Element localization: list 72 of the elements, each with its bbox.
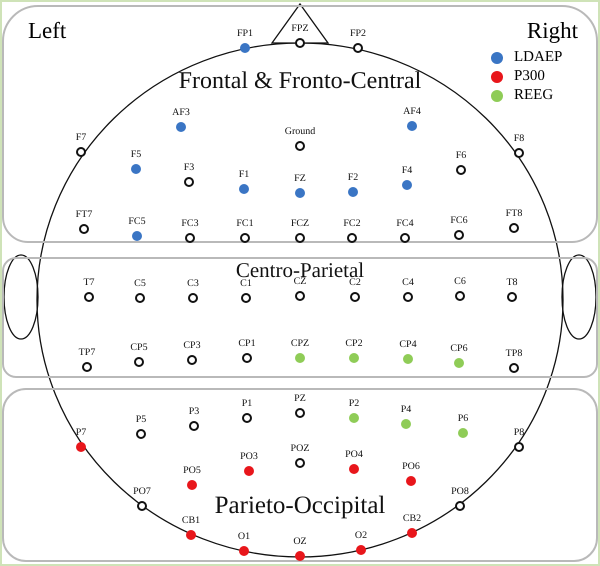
electrode-label: F8 <box>514 133 524 144</box>
electrode-label: C6 <box>454 276 466 287</box>
electrode-label: CPZ <box>290 338 310 349</box>
electrode-label: F1 <box>238 169 250 180</box>
electrode-label: FC4 <box>396 218 414 229</box>
region-panel <box>2 257 598 378</box>
electrode-label: CB1 <box>182 515 200 526</box>
electrode-label: CP4 <box>399 339 417 350</box>
electrode-label: FT7 <box>76 209 92 220</box>
side-label: Right <box>526 18 578 44</box>
electrode-label: PO4 <box>345 449 363 460</box>
electrode-label: FZ <box>294 173 306 184</box>
electrode-label: C2 <box>349 277 361 288</box>
electrode-label: P4 <box>400 404 412 415</box>
electrode-label: P5 <box>136 414 146 425</box>
electrode-label: PO3 <box>240 451 258 462</box>
electrode-label: CP5 <box>130 342 148 353</box>
electrode-label: O2 <box>354 530 368 541</box>
region-heading: Frontal & Fronto-Central <box>178 69 422 93</box>
electrode-label: FP2 <box>350 28 366 39</box>
electrode-label: F3 <box>184 162 194 173</box>
electrode-label: C4 <box>402 277 414 288</box>
electrode-label: PZ <box>294 393 306 404</box>
legend-label: P300 <box>514 68 545 85</box>
electrode-label: FC5 <box>128 216 146 227</box>
electrode-label: CP6 <box>450 343 468 354</box>
electrode-label: PO7 <box>133 486 151 497</box>
electrode-label: CP3 <box>183 340 201 351</box>
electrode-label: FC1 <box>236 218 254 229</box>
electrode-label: FP1 <box>236 28 254 39</box>
electrode-label: F4 <box>402 165 412 176</box>
electrode-label: C5 <box>134 278 146 289</box>
electrode-label: P6 <box>458 413 468 424</box>
electrode-label: C1 <box>240 278 252 289</box>
electrode-label: P2 <box>348 398 360 409</box>
electrode-label: FC6 <box>450 215 468 226</box>
electrode-label: PO8 <box>451 486 469 497</box>
legend-label: LDAEP <box>514 49 562 66</box>
electrode-label: F6 <box>456 150 466 161</box>
electrode-label: F7 <box>76 132 86 143</box>
region-heading: Parieto-Occipital <box>214 492 386 518</box>
electrode-label: FC3 <box>181 218 199 229</box>
electrode-label: OZ <box>293 536 307 547</box>
electrode-label: C3 <box>187 278 199 289</box>
electrode-label: CP1 <box>238 338 256 349</box>
electrode-label: O1 <box>238 531 250 542</box>
electrode-label: FC2 <box>343 218 361 229</box>
electrode-label: AF3 <box>172 107 190 118</box>
electrode-label: FPZ <box>291 23 309 34</box>
electrode-label: P1 <box>242 398 252 409</box>
electrode-label: PO5 <box>183 465 201 476</box>
electrode-label: P3 <box>188 406 200 417</box>
electrode-label: TP8 <box>506 348 522 359</box>
electrode-label: T8 <box>506 277 518 288</box>
electrode-label: P7 <box>76 427 86 438</box>
electrode-label: AF4 <box>403 106 421 117</box>
electrode-label: CB2 <box>402 513 422 524</box>
electrode-label: CP2 <box>345 338 363 349</box>
region-panel <box>2 5 598 243</box>
side-label: Left <box>28 18 66 44</box>
electrode-label: Ground <box>284 126 316 137</box>
electrode-label: PO6 <box>402 461 420 472</box>
electrode-label: POZ <box>290 443 310 454</box>
electrode-label: P8 <box>514 427 524 438</box>
electrode-label: T7 <box>83 277 95 288</box>
electrode-label: F2 <box>348 172 358 183</box>
electrode-label: FT8 <box>506 208 522 219</box>
electrode-label: FCZ <box>290 218 310 229</box>
electrode-label: TP7 <box>78 347 96 358</box>
region-panel <box>2 388 598 562</box>
legend-label: REEG <box>514 87 554 104</box>
electrode-label: F5 <box>130 149 142 160</box>
